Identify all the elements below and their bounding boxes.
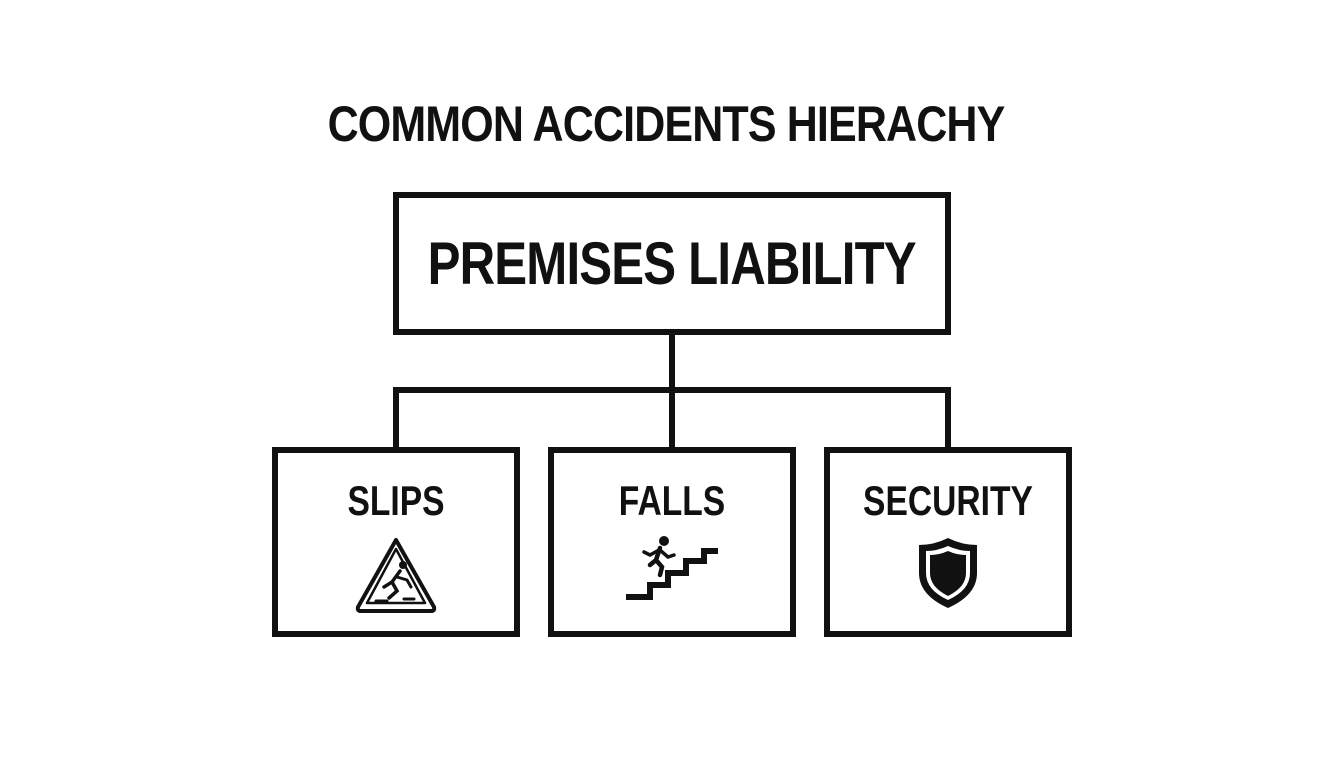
- child-node-falls: FALLS: [548, 447, 796, 637]
- child-node-label-slips: SLIPS: [347, 477, 445, 524]
- diagram-title: COMMON ACCIDENTS HIERACHY: [327, 96, 1006, 152]
- wet-floor-warning-icon: [355, 538, 437, 613]
- root-node-label: PREMISES LIABILITY: [427, 229, 917, 297]
- shield-icon: [919, 538, 977, 608]
- child-node-security: SECURITY: [824, 447, 1072, 637]
- child-node-label-falls: FALLS: [618, 477, 726, 524]
- person-falling-stairs-icon: [626, 536, 718, 600]
- root-node-premises-liability: PREMISES LIABILITY: [393, 192, 951, 335]
- child-node-label-security: SECURITY: [863, 477, 1033, 524]
- child-node-slips: SLIPS: [272, 447, 520, 637]
